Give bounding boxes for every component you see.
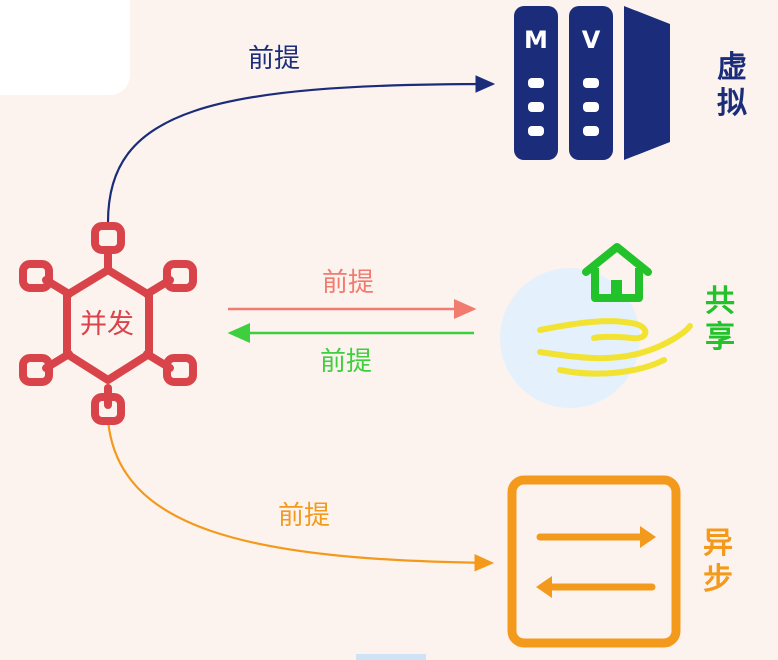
virtual-link-label: 前提 — [248, 44, 301, 74]
shared-link-from-label: 前提 — [320, 347, 373, 377]
blur-patch — [0, 0, 130, 95]
async-swap-icon — [507, 475, 681, 648]
shared-label-char-2: 享 — [705, 320, 735, 355]
async-label-char-2: 步 — [703, 562, 733, 597]
concurrency-label: 并发 — [80, 309, 134, 340]
virtual-label: 虚 拟 — [714, 50, 750, 122]
server-letter-v: V — [582, 26, 601, 54]
virtual-server-icon: M V — [514, 6, 670, 160]
bottom-edge-fragment — [356, 654, 426, 660]
shared-hand-house-icon — [500, 243, 693, 408]
server-letter-m: M — [524, 26, 548, 54]
shared-link-to-label: 前提 — [322, 268, 375, 298]
async-link-label: 前提 — [278, 501, 331, 531]
async-label-char-1: 异 — [703, 526, 733, 561]
virtual-label-char-2: 拟 — [717, 86, 747, 121]
virtual-label-char-1: 虚 — [717, 50, 747, 85]
shared-label-char-1: 共 — [705, 284, 735, 319]
shared-label: 共 享 — [702, 284, 738, 356]
virtual-link-curve — [106, 75, 496, 223]
async-link-curve — [106, 419, 495, 572]
concurrency-network-icon — [19, 222, 197, 425]
async-label: 异 步 — [700, 526, 736, 598]
